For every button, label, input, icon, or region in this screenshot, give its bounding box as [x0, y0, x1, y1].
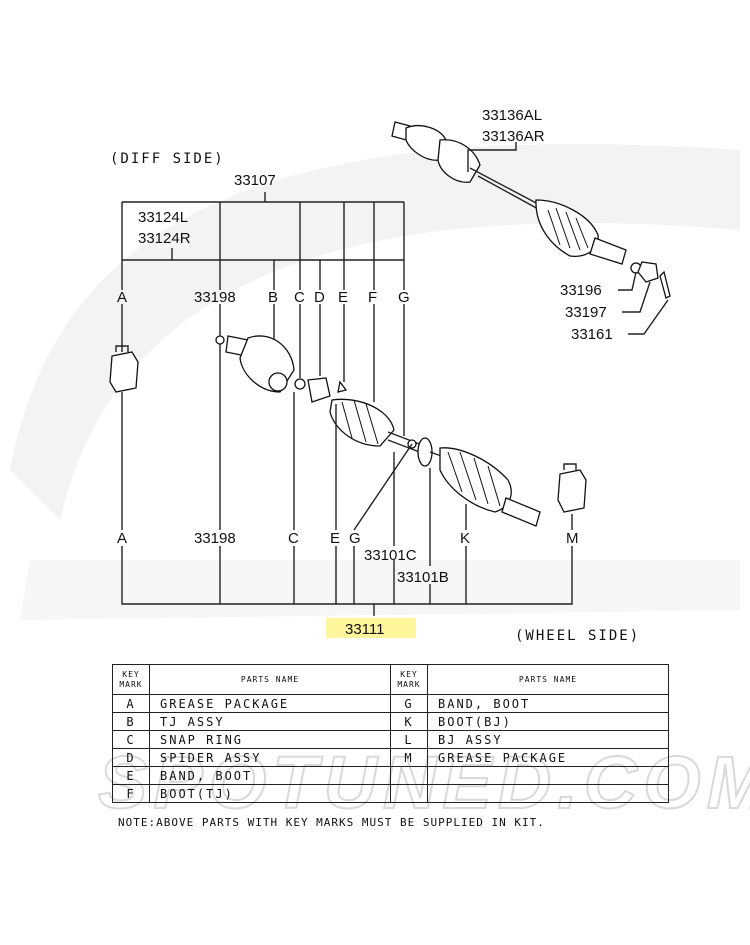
table-row: D SPIDER ASSY M GREASE PACKAGE: [112, 748, 669, 767]
key-top-d: D: [314, 289, 325, 306]
exploded-shaft-illustration: [215, 335, 541, 527]
table-row: B TJ ASSY K BOOT(BJ): [112, 712, 669, 731]
name-cell: GREASE PACKAGE: [149, 694, 391, 713]
name-cell: SNAP RING: [149, 730, 391, 749]
key-bottom-g: G: [349, 530, 361, 547]
name-cell: BAND, BOOT: [149, 766, 391, 785]
key-mark-header: KEY MARK: [390, 664, 428, 695]
key-top-f: F: [368, 289, 377, 306]
parts-name-header: PARTS NAME: [149, 664, 391, 695]
key-cell: A: [112, 694, 150, 713]
key-letters-top: A B C D E F G: [117, 289, 410, 306]
key-bottom-m: M: [566, 530, 579, 547]
name-cell: BAND, BOOT: [427, 694, 669, 713]
parts-name-header: PARTS NAME: [427, 664, 669, 695]
kit-note: NOTE:ABOVE PARTS WITH KEY MARKS MUST BE …: [118, 816, 545, 829]
key-bottom-c: C: [288, 530, 299, 547]
grease-package-m-icon: [557, 463, 587, 513]
table-row: C SNAP RING L BJ ASSY: [112, 730, 669, 749]
part-33124l-label: 33124L: [138, 209, 188, 226]
parts-key-table: KEY MARK PARTS NAME KEY MARK PARTS NAME …: [112, 664, 669, 803]
key-cell: G: [390, 694, 428, 713]
key-cell: L: [390, 730, 428, 749]
grease-package-a-icon: [109, 345, 139, 393]
key-top-b: B: [268, 289, 278, 306]
key-mark-header: KEY MARK: [112, 664, 150, 695]
part-33161-label: 33161: [571, 326, 613, 343]
table-row: A GREASE PACKAGE G BAND, BOOT: [112, 694, 669, 713]
part-33107-label: 33107: [234, 172, 276, 189]
key-bottom-k: K: [460, 530, 470, 547]
key-mark-header-line2: MARK: [397, 679, 421, 689]
key-cell: C: [112, 730, 150, 749]
part-33136ar-label: 33136AR: [482, 128, 545, 145]
highlight-33111: [326, 618, 416, 638]
leader-lines: [121, 142, 669, 616]
table-row: E BAND, BOOT: [112, 766, 669, 785]
name-cell: BJ ASSY: [427, 730, 669, 749]
key-cell: F: [112, 784, 150, 803]
part-33198-top-label: 33198: [194, 289, 236, 306]
diff-side-label: (DIFF SIDE): [110, 151, 225, 167]
key-mark-header-line1: KEY: [400, 669, 418, 679]
key-cell: K: [390, 712, 428, 731]
name-cell: BOOT(BJ): [427, 712, 669, 731]
part-33198-bottom-label: 33198: [194, 530, 236, 547]
key-top-c: C: [294, 289, 305, 306]
part-33111-label: 33111: [345, 621, 385, 638]
part-number-labels: 33107 33124L 33124R 33136AL 33136AR 3319…: [138, 107, 613, 638]
key-mark-header-line2: MARK: [119, 679, 143, 689]
key-mark-header-line1: KEY: [122, 669, 140, 679]
key-cell: E: [112, 766, 150, 785]
key-top-e: E: [338, 289, 348, 306]
part-33196-label: 33196: [560, 282, 602, 299]
wheel-side-label: (WHEEL SIDE): [515, 628, 640, 644]
key-letters-bottom: A C E G K M: [117, 530, 579, 547]
part-33101b-label: 33101B: [397, 569, 449, 586]
key-top-g: G: [398, 289, 410, 306]
key-cell: M: [390, 748, 428, 767]
name-cell: [427, 766, 669, 785]
key-bottom-e: E: [330, 530, 340, 547]
name-cell: SPIDER ASSY: [149, 748, 391, 767]
table-header-row: KEY MARK PARTS NAME KEY MARK PARTS NAME: [112, 664, 669, 695]
part-33101c-label: 33101C: [364, 547, 417, 564]
key-top-a: A: [117, 289, 127, 306]
part-33124r-label: 33124R: [138, 230, 191, 247]
key-bottom-a: A: [117, 530, 127, 547]
name-cell: BOOT(TJ): [149, 784, 391, 803]
background-swoosh: [10, 144, 740, 620]
key-cell: [390, 766, 428, 785]
name-cell: TJ ASSY: [149, 712, 391, 731]
part-33197-label: 33197: [565, 304, 607, 321]
part-33136al-label: 33136AL: [482, 107, 542, 124]
key-cell: D: [112, 748, 150, 767]
key-cell: [390, 784, 428, 803]
name-cell: GREASE PACKAGE: [427, 748, 669, 767]
name-cell: [427, 784, 669, 803]
table-row: F BOOT(TJ): [112, 784, 669, 803]
key-cell: B: [112, 712, 150, 731]
